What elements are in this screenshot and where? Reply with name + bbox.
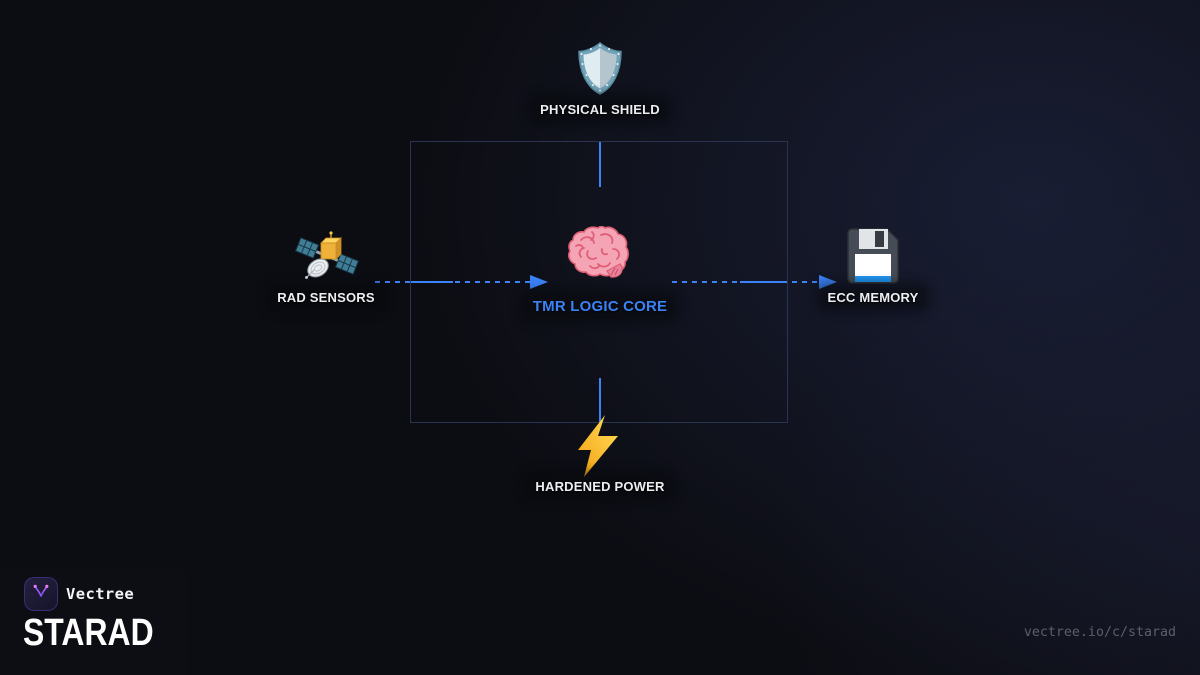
node-label-physical-shield: PHYSICAL SHIELD [534, 100, 666, 119]
page-title: STARAD [23, 612, 154, 654]
subgraph-box [410, 141, 788, 423]
shield-icon [577, 41, 623, 100]
node-label-rad-sensors: RAD SENSORS [271, 288, 381, 307]
floppy-disk-icon [847, 228, 899, 289]
lightning-icon [575, 415, 621, 482]
share-url: vectree.io/c/starad [1023, 625, 1176, 640]
node-label-hardened-power: HARDENED POWER [529, 477, 671, 496]
vectree-logo [24, 577, 58, 611]
brain-icon [567, 225, 631, 285]
node-label-ecc-memory: ECC MEMORY [821, 288, 925, 307]
vectree-logo-icon [33, 584, 49, 604]
node-label-tmr-logic-core: TMR LOGIC CORE [526, 296, 674, 317]
brand-name: Vectree [66, 585, 135, 603]
satellite-icon [294, 230, 360, 287]
